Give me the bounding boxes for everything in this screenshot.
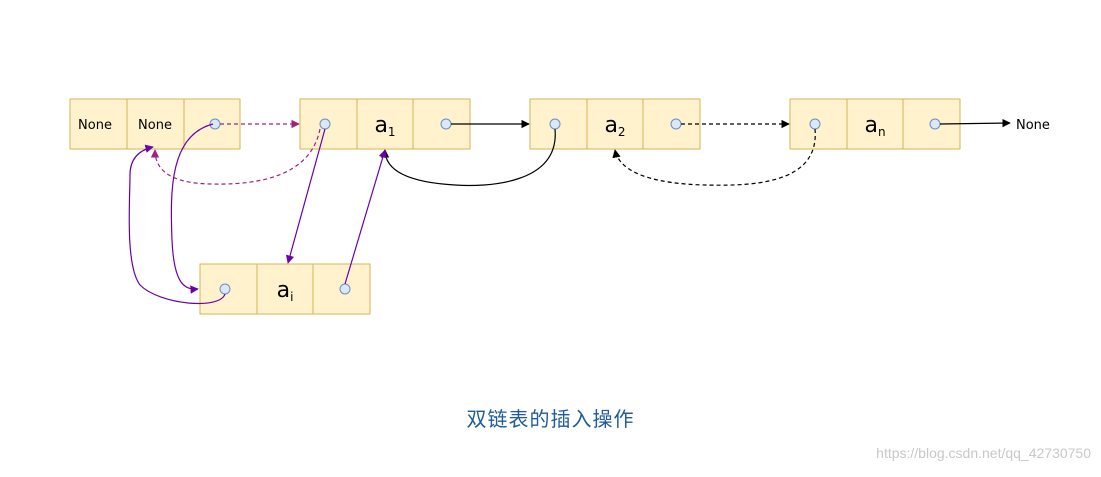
ai-prior-pointer bbox=[219, 283, 231, 295]
ai-next-pointer bbox=[339, 283, 351, 295]
node-a2: a2 bbox=[529, 98, 701, 150]
node-an: an bbox=[789, 98, 961, 150]
a1-prior-pointer bbox=[319, 118, 331, 130]
arrow-an-prior-a2 bbox=[612, 128, 816, 186]
arrow-a2-prior-a1 bbox=[380, 128, 556, 187]
a1-next-pointer bbox=[440, 118, 452, 130]
arrow-ai-prior-head bbox=[128, 144, 226, 305]
watermark: https://blog.csdn.net/qq_42730750 bbox=[876, 445, 1091, 461]
arrow-head-next-ai bbox=[170, 123, 214, 294]
an-label: an bbox=[864, 113, 885, 139]
diagram-caption: 双链表的插入操作 bbox=[466, 407, 635, 431]
head-prior-label: None bbox=[78, 118, 112, 133]
node-a1: a1 bbox=[299, 98, 471, 150]
a2-label: a2 bbox=[604, 113, 625, 139]
node-ai: ai bbox=[199, 263, 371, 315]
head-node: None None bbox=[69, 98, 241, 150]
ai-label: ai bbox=[277, 278, 294, 304]
a2-prior-pointer bbox=[549, 118, 561, 130]
an-prior-pointer bbox=[809, 118, 821, 130]
a1-label: a1 bbox=[374, 113, 395, 139]
a2-next-pointer bbox=[670, 118, 682, 130]
arrow-an-next-none bbox=[939, 118, 1011, 128]
an-next-pointer bbox=[929, 118, 941, 130]
arrow-a1-prior-ai bbox=[285, 128, 326, 264]
arrow-ai-next-a1 bbox=[344, 149, 387, 285]
arrow-old-a1-prior-head bbox=[150, 128, 321, 185]
tail-none-label: None bbox=[1016, 118, 1050, 133]
head-data-label: None bbox=[138, 118, 172, 133]
